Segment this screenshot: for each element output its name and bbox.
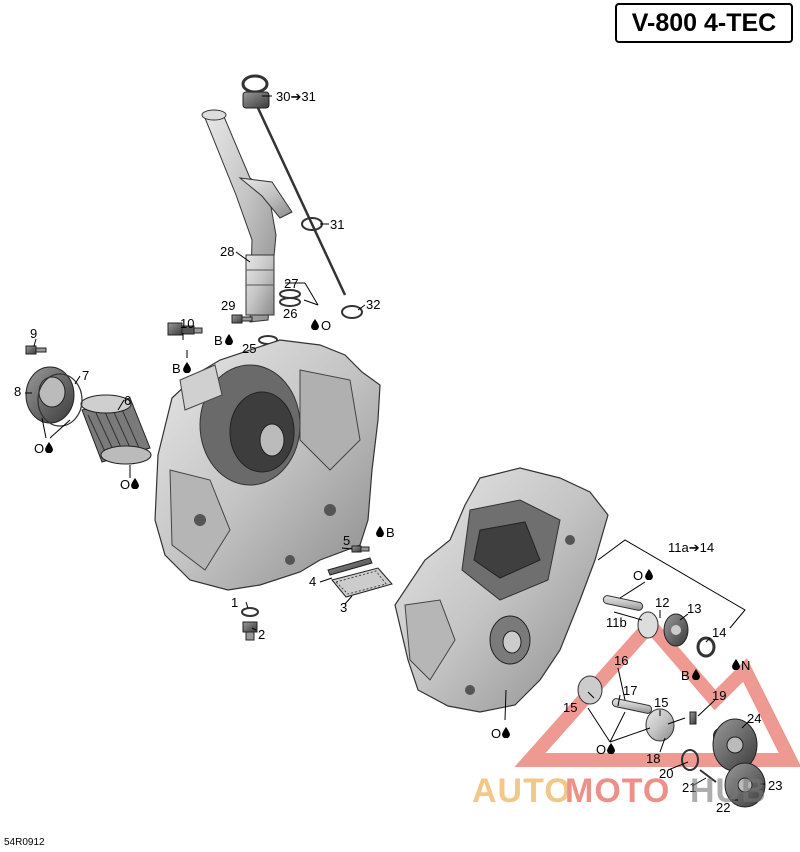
svg-text:B: B bbox=[681, 668, 690, 683]
o-ring-27 bbox=[279, 289, 301, 299]
callout-19: 19 bbox=[712, 688, 726, 703]
drain-plug-2 bbox=[242, 621, 258, 641]
lube-oil-26: O bbox=[311, 318, 331, 333]
oil-drop-icon bbox=[607, 743, 615, 754]
callout-23: 23 bbox=[768, 778, 782, 793]
callouts: 30➔31 31 28 27 32 29 26 25 10 9 8 7 6 5 … bbox=[14, 89, 782, 815]
lube-oil-7-8: O bbox=[34, 441, 53, 456]
callout-1: 1 bbox=[231, 595, 238, 610]
svg-text:B: B bbox=[214, 333, 223, 348]
callout-16: 16 bbox=[614, 653, 628, 668]
callout-20: 20 bbox=[659, 766, 673, 781]
lubricant-symbols: O B B O O B O O bbox=[34, 318, 750, 757]
right-crankcase bbox=[394, 467, 609, 713]
oil-pressure-sensor-10 bbox=[167, 322, 203, 336]
lube-n-14: N bbox=[732, 658, 750, 673]
callout-18: 18 bbox=[646, 751, 660, 766]
svg-text:O: O bbox=[120, 477, 130, 492]
dipstick bbox=[241, 74, 347, 296]
callout-15a: 15 bbox=[563, 700, 577, 715]
drain-washer-1 bbox=[241, 607, 259, 617]
svg-text:HUB: HUB bbox=[690, 772, 767, 810]
callout-32: 32 bbox=[366, 297, 380, 312]
callout-11a-14: 11a➔14 bbox=[668, 540, 714, 555]
callout-26: 26 bbox=[283, 306, 297, 321]
callout-22: 22 bbox=[716, 800, 730, 815]
oil-drop-icon bbox=[131, 478, 139, 489]
svg-text:AUTO: AUTO bbox=[472, 772, 572, 810]
oil-pump-assembly bbox=[577, 595, 766, 808]
callout-9: 9 bbox=[30, 326, 37, 341]
lube-grease-10: B bbox=[172, 361, 191, 376]
callout-12: 12 bbox=[655, 595, 669, 610]
callout-11b: 11b bbox=[606, 615, 627, 630]
grease-drop-icon bbox=[183, 362, 191, 373]
bolt-9 bbox=[25, 345, 47, 355]
callout-30-31: 30➔31 bbox=[276, 89, 316, 104]
callout-31: 31 bbox=[330, 217, 344, 232]
lube-grease-29: B bbox=[214, 333, 233, 348]
oil-drop-icon bbox=[45, 442, 53, 453]
oil-filler-tube bbox=[201, 109, 293, 323]
left-crankcase bbox=[154, 339, 381, 591]
callout-5: 5 bbox=[343, 533, 350, 548]
callout-14: 14 bbox=[712, 625, 726, 640]
callout-13: 13 bbox=[687, 601, 701, 616]
svg-text:O: O bbox=[34, 441, 44, 456]
callout-3: 3 bbox=[340, 600, 347, 615]
oil-filter bbox=[80, 394, 152, 465]
watermark-text: AUTO MOTO HUB bbox=[472, 772, 767, 810]
lube-grease-19: B bbox=[681, 668, 700, 683]
grease-drop-icon bbox=[225, 334, 233, 345]
svg-text:O: O bbox=[596, 742, 606, 757]
svg-text:O: O bbox=[633, 568, 643, 583]
lube-oil-11b: O bbox=[633, 568, 653, 583]
lube-grease-5: B bbox=[376, 525, 395, 540]
callout-29: 29 bbox=[221, 298, 235, 313]
o-ring-26 bbox=[279, 297, 301, 307]
callout-4: 4 bbox=[309, 574, 316, 589]
leader-lines bbox=[25, 95, 765, 801]
svg-text:N: N bbox=[741, 658, 750, 673]
bolt-29 bbox=[231, 314, 253, 324]
oil-filter-cover bbox=[25, 366, 75, 424]
callout-7: 7 bbox=[82, 368, 89, 383]
svg-text:B: B bbox=[386, 525, 395, 540]
grease-drop-icon bbox=[376, 526, 384, 537]
svg-text:O: O bbox=[491, 726, 501, 741]
callout-24: 24 bbox=[747, 711, 761, 726]
callout-6: 6 bbox=[124, 393, 131, 408]
lube-oil-15: O bbox=[596, 742, 615, 757]
lube-oil-crankcase: O bbox=[491, 726, 510, 741]
o-ring-7 bbox=[37, 373, 83, 427]
svg-text:B: B bbox=[172, 361, 181, 376]
callout-17: 17 bbox=[623, 683, 637, 698]
lube-oil-6: O bbox=[120, 477, 139, 492]
o-ring-32 bbox=[341, 305, 363, 319]
callout-15b: 15 bbox=[654, 695, 668, 710]
oil-drop-icon bbox=[502, 727, 510, 738]
oil-drop-icon bbox=[645, 569, 653, 580]
svg-text:O: O bbox=[321, 318, 331, 333]
callout-28: 28 bbox=[220, 244, 234, 259]
oil-strainer bbox=[327, 557, 393, 598]
callout-8: 8 bbox=[14, 384, 21, 399]
callout-10: 10 bbox=[180, 316, 194, 331]
callout-25: 25 bbox=[242, 341, 256, 356]
reference-code: 54R0912 bbox=[4, 837, 45, 848]
svg-text:MOTO: MOTO bbox=[565, 772, 670, 810]
callout-2: 2 bbox=[258, 627, 265, 642]
model-title: V-800 4-TEC bbox=[615, 3, 793, 43]
callout-21: 21 bbox=[682, 780, 696, 795]
lube-drop-icon bbox=[732, 659, 740, 670]
callout-27: 27 bbox=[284, 276, 298, 291]
oil-drop-icon bbox=[311, 319, 319, 330]
bolt-5 bbox=[351, 545, 370, 553]
